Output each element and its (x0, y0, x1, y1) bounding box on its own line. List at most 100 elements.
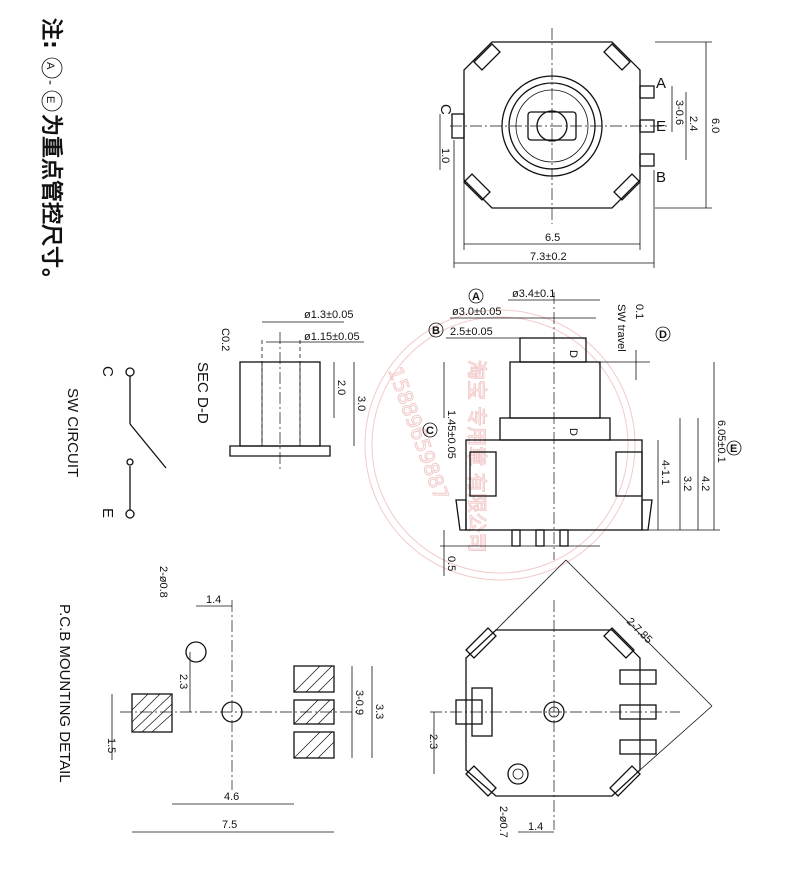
bottom-dim-1-4: 1.4 (528, 821, 543, 833)
note-block: 注: A - E 为重点管控尺寸。 (38, 18, 64, 290)
bottom-center-boss (543, 701, 565, 723)
dim-0-5: 0.5 (445, 556, 457, 571)
bottom-hole (507, 763, 529, 785)
tab-tr (603, 43, 631, 71)
pcb-pad-r1 (293, 665, 335, 693)
bottom-pin-c (455, 699, 483, 725)
marker-e: E (730, 443, 737, 455)
note-prefix: 注: (38, 18, 64, 49)
dim-dia-1-15: ø1.15±0.05 (304, 331, 360, 343)
bottom-dim-diag: 2-7.85 (624, 616, 655, 647)
chamfer-label: C0.2 (219, 328, 231, 351)
note-marker-e-circle (41, 90, 63, 112)
pcb-dim-4-6: 4.6 (224, 791, 239, 803)
dim-6-05: 6.05±0.1 (715, 420, 727, 463)
section-mark-top: D (567, 350, 579, 358)
label-pin-a: A (656, 75, 666, 92)
bottom-view: 2-7.85 2.3 1.4 2-ø0.7 (427, 559, 713, 838)
dim-6-0: 6.0 (709, 118, 721, 133)
dim-7-3: 7.3±0.2 (530, 251, 567, 263)
pcb-dim-3x0-9: 3-0.9 (353, 690, 365, 715)
marker-a-circle (468, 288, 484, 304)
pcb-hole-1 (185, 641, 207, 663)
terminal-e-label: E (99, 508, 116, 518)
side-view: D D ø3.4±0.1 A ø3.0±0.05 B 2.5±0.05 SW t… (422, 288, 742, 576)
bottom-pin-a (619, 669, 657, 685)
stamp-text: 淘宝 专用章 有限公司 (465, 360, 489, 553)
label-pin-b: B (656, 169, 666, 186)
bottom-body-outline (465, 629, 641, 797)
dim-3-4: ø3.4±0.1 (512, 288, 555, 300)
dim-1-0: 1.0 (439, 148, 451, 163)
dim-1-45: 1.45±0.05 (445, 410, 457, 459)
section-base (229, 445, 331, 457)
dim-3x0-6: 3-0.6 (673, 100, 685, 125)
pin-b (639, 153, 655, 167)
bottom-hole-callout: 2-ø0.7 (497, 806, 509, 838)
top-view: A E B C 6.0 2.4 3-0.6 1.0 6.5 7.3±0.2 (437, 28, 721, 268)
marker-a: A (472, 291, 480, 303)
dim-2-0: 2.0 (335, 380, 347, 395)
bottom-hole-inner (512, 768, 524, 780)
marker-b: B (432, 325, 440, 337)
sw-travel-label: SW travel (615, 304, 627, 352)
tab-bl (463, 173, 491, 201)
bottom-dim-line-diag (565, 559, 713, 707)
side-pin-2 (535, 529, 545, 547)
bottom-center-inner (548, 706, 560, 718)
stamp-outer-ring (364, 309, 636, 581)
side-pin-3 (559, 529, 569, 547)
pin-e (639, 119, 655, 133)
bottom-pin-c-base (471, 687, 493, 737)
sw-circuit: SW CIRCUIT C E (64, 366, 167, 519)
section-title: SEC D-D (194, 362, 211, 424)
label-pin-e: E (656, 118, 666, 135)
side-window-right (615, 451, 643, 497)
marker-c-circle (422, 422, 438, 438)
side-leg-right (641, 499, 653, 531)
bottom-dim-2-3: 2.3 (427, 734, 439, 749)
pcb-dim-1-4: 1.4 (206, 594, 221, 606)
top-body-outline (463, 41, 641, 209)
note-dash: - (42, 80, 58, 85)
pcb-mounting: P.C.B MOUNTING DETAIL 2-ø0.8 1.4 2.3 1.5… (56, 566, 385, 833)
stamp-inner-ring (371, 316, 629, 574)
btab-br (609, 765, 641, 797)
side-housing-top (499, 417, 611, 441)
marker-b-circle (428, 322, 444, 338)
label-pin-c: C (437, 104, 454, 115)
dim-dia-1-3: ø1.3±0.05 (304, 309, 353, 321)
bottom-pin-e (619, 704, 657, 720)
btab-tr (603, 627, 635, 659)
circuit-title: SW CIRCUIT (64, 388, 81, 477)
dim-3-0s: 3.0 (355, 396, 367, 411)
pcb-dim-3-3: 3.3 (373, 704, 385, 719)
terminal-c-label: C (99, 366, 116, 377)
dim-2-5: 2.5±0.05 (450, 326, 493, 338)
pcb-dim-7-5: 7.5 (222, 819, 237, 831)
marker-d-circle (655, 326, 671, 342)
pcb-title: P.C.B MOUNTING DETAIL (56, 604, 73, 783)
sw-travel-value: 0.1 (633, 304, 645, 319)
dim-6-5: 6.5 (545, 232, 560, 244)
pcb-hole-callout: 2-ø0.8 (157, 566, 169, 598)
switch-blade (129, 423, 167, 469)
pcb-pad-r3 (293, 731, 335, 759)
note-marker-a-circle (41, 57, 63, 79)
tab-tl (473, 43, 501, 71)
marker-d: D (659, 329, 667, 341)
dim-2-4: 2.4 (687, 116, 699, 131)
terminal-c-node (125, 367, 135, 377)
dim-4-2: 4.2 (699, 476, 711, 491)
dim-3-2: 3.2 (681, 476, 693, 491)
stamp-number: 15889659887 (383, 364, 453, 504)
btab-bl (465, 765, 497, 797)
bottom-pin-b (619, 739, 657, 755)
note-suffix: 为重点管控尺寸。 (38, 114, 64, 290)
diag-ext-1 (495, 559, 567, 631)
diag-ext-2 (639, 705, 713, 771)
side-window-left (469, 451, 497, 497)
watermark-stamp: 15889659887 淘宝 专用章 有限公司 (364, 309, 636, 581)
